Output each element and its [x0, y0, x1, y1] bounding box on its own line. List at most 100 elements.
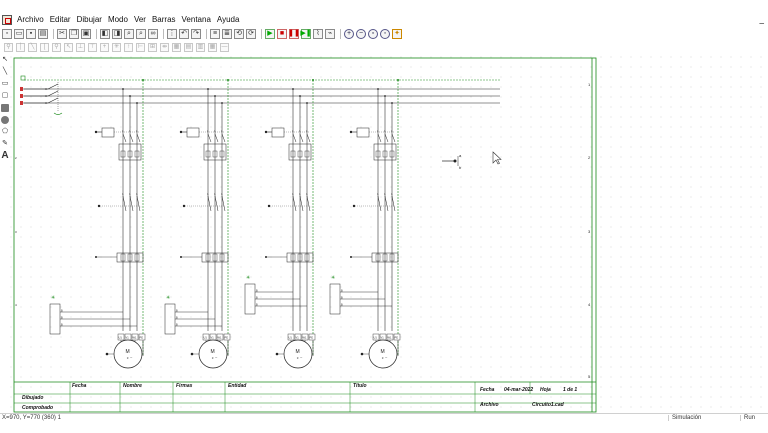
- pointer-icon[interactable]: ↖: [64, 42, 73, 52]
- breaker-element: [219, 150, 225, 158]
- contactor-contact: [207, 195, 212, 212]
- junction-icon[interactable]: +: [100, 42, 109, 52]
- title-dibujado-label: Dibujado: [22, 395, 44, 401]
- copy-icon[interactable]: ❐: [69, 28, 79, 39]
- frame-icon[interactable]: ▦: [172, 42, 181, 52]
- bus-icon[interactable]: ⊞: [148, 42, 157, 52]
- minimize-button[interactable]: _: [759, 15, 764, 24]
- rotate-left-icon[interactable]: ⟲: [234, 28, 244, 39]
- overload-relay-box: [201, 252, 229, 263]
- menu-ventana[interactable]: Ventana: [181, 15, 211, 24]
- find-icon[interactable]: ⌕: [136, 28, 146, 39]
- motor-terminal-label: V1: [381, 336, 385, 340]
- breaker-element: [212, 150, 218, 158]
- table-icon[interactable]: ▥: [196, 42, 205, 52]
- pause-icon[interactable]: ❚❚: [288, 28, 300, 39]
- circle-tool-icon[interactable]: [1, 116, 9, 124]
- paste-icon[interactable]: ▣: [81, 28, 91, 39]
- diagonal-line-icon[interactable]: ╲: [28, 42, 37, 52]
- open-folder-icon[interactable]: ▭: [14, 28, 24, 39]
- cut-icon[interactable]: ✂: [57, 28, 67, 39]
- distribute-icon[interactable]: ≣: [222, 28, 232, 39]
- lightbulb-icon[interactable]: ✦: [392, 28, 402, 39]
- dash-icon[interactable]: —: [220, 42, 229, 52]
- redo-icon[interactable]: ↷: [191, 28, 201, 39]
- rectangle-tool-icon[interactable]: ▭: [1, 80, 9, 87]
- library-icon[interactable]: ◧: [100, 28, 110, 39]
- contactor-operator: [267, 204, 271, 208]
- print-icon[interactable]: ▤: [38, 28, 48, 39]
- breaker-body: [288, 143, 312, 161]
- motor-letter: M: [126, 349, 130, 355]
- zoom-window-icon[interactable]: ◦: [380, 28, 390, 39]
- bracket-icon[interactable]: [: [40, 42, 49, 52]
- filled-rect-tool-icon[interactable]: [1, 104, 9, 112]
- menu-ver[interactable]: Ver: [133, 15, 146, 24]
- menu-ayuda[interactable]: Ayuda: [216, 15, 240, 24]
- contact-icon[interactable]: ⊥: [76, 42, 85, 52]
- block-icon[interactable]: ▤: [184, 42, 193, 52]
- phase-junction: [214, 95, 216, 97]
- sheet-icon[interactable]: ▦: [208, 42, 217, 52]
- border-left-ticks: 234: [15, 156, 17, 307]
- marker-icon[interactable]: ⚲: [52, 42, 61, 52]
- new-file-icon[interactable]: ▫: [2, 28, 12, 39]
- scope-icon[interactable]: ⌇: [313, 28, 323, 39]
- menu-dibujar[interactable]: Dibujar: [76, 15, 102, 24]
- align-icon[interactable]: ≡: [210, 28, 220, 39]
- overload-element: [127, 253, 133, 262]
- menu-editar[interactable]: Editar: [49, 15, 71, 24]
- save-icon[interactable]: ▪: [26, 28, 36, 39]
- switch-pivot: [45, 88, 47, 90]
- menu-archivo[interactable]: Archivo: [17, 15, 44, 24]
- grid-icon[interactable]: ⋮: [167, 28, 177, 39]
- breaker-contact: [377, 133, 382, 143]
- overload-element: [304, 253, 310, 262]
- pin-icon[interactable]: ⚲: [4, 42, 13, 52]
- line-tool-icon[interactable]: ╲: [2, 68, 8, 75]
- phase-junction: [384, 95, 386, 97]
- play-icon[interactable]: ▶: [265, 28, 275, 39]
- split-icon[interactable]: ⊢: [136, 42, 145, 52]
- rotate-right-icon[interactable]: ⟳: [246, 28, 256, 39]
- contact-label: 1: [136, 129, 138, 133]
- breaker-handle-box: [186, 127, 200, 138]
- contact-label: 1: [221, 192, 223, 196]
- binoculars-icon[interactable]: ∞: [148, 28, 158, 39]
- search-component-icon[interactable]: ⌕: [124, 28, 134, 39]
- undo-icon[interactable]: ↶: [179, 28, 189, 39]
- connect-icon[interactable]: ⇹: [160, 42, 169, 52]
- pointer-tool-icon[interactable]: ↖: [2, 56, 8, 63]
- square-tool-icon[interactable]: ▢: [1, 92, 9, 99]
- plot-icon[interactable]: ⌁: [325, 28, 335, 39]
- text-tool-icon[interactable]: A: [1, 150, 9, 161]
- toolbar-separator: [96, 28, 97, 39]
- polygon-tool-icon[interactable]: ⬠: [1, 128, 9, 135]
- breaker-contact: [129, 133, 134, 143]
- stop-icon[interactable]: ■: [277, 28, 287, 39]
- row-label-4: 4: [588, 302, 591, 307]
- menu-barras[interactable]: Barras: [151, 15, 176, 24]
- sheet-border: [13, 57, 597, 413]
- star-icon[interactable]: ✳: [112, 42, 121, 52]
- vertical-line-icon[interactable]: │: [16, 42, 25, 52]
- zoom-out-icon[interactable]: −: [356, 28, 366, 39]
- title-fecha-right-label: Fecha: [480, 387, 495, 393]
- zoom-in-icon[interactable]: +: [344, 28, 354, 39]
- motor-phase-count: 3: [212, 356, 214, 360]
- switch-blade: [47, 90, 59, 97]
- motor-letter: M: [211, 349, 215, 355]
- contact-label: 1: [214, 192, 216, 196]
- power-bus: [24, 79, 500, 104]
- contact-closed-icon[interactable]: ⊤: [88, 42, 97, 52]
- status-bar: X=970, Y=770 (360) 1 Simulación Run: [0, 413, 768, 433]
- zoom-fit-icon[interactable]: ▫: [368, 28, 378, 39]
- step-icon[interactable]: ▶❚: [300, 28, 312, 39]
- pencil-tool-icon[interactable]: ✎: [2, 140, 8, 147]
- phase-junction: [122, 88, 124, 90]
- menu-modo[interactable]: Modo: [107, 15, 128, 24]
- arrow-icon[interactable]: ↑: [124, 42, 133, 52]
- library-add-icon[interactable]: ◨: [112, 28, 122, 39]
